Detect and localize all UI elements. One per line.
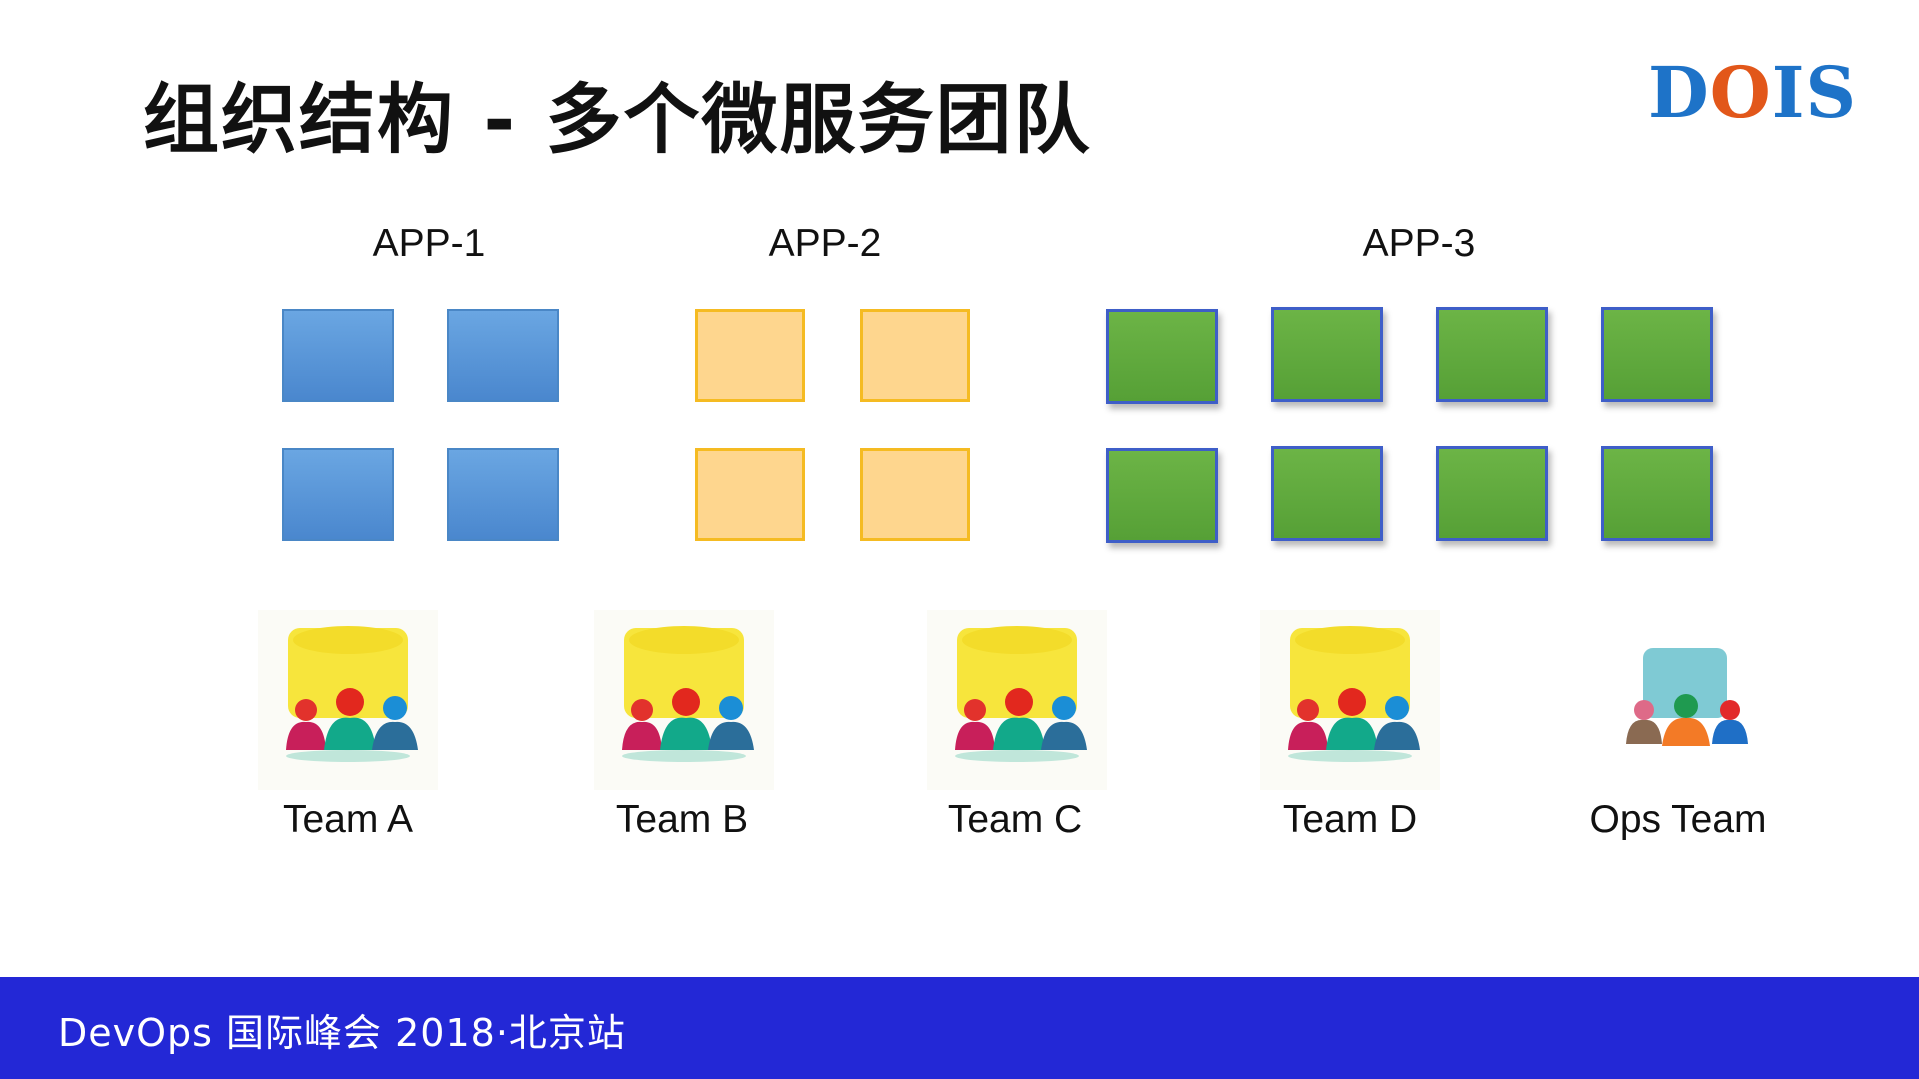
dois-logo: DOIS [1648,58,1857,128]
app-1-label: APP-1 [372,222,486,265]
footer-text: DevOps 国际峰会 2018·北京站 [58,1011,626,1055]
app-3-service-box [1601,307,1713,402]
app-1-service-box [282,448,394,541]
app-1-service-box [447,309,559,402]
ops-team [1596,610,1776,790]
logo-letter: I [1771,51,1806,134]
app-2-service-box [695,309,805,402]
team-a-label: Team A [282,798,414,841]
app-3-service-box [1106,309,1218,404]
app-3-service-box [1106,448,1218,543]
team-b-label: Team B [615,798,749,841]
app-3-service-box [1271,446,1383,541]
app-3-service-box [1436,446,1548,541]
app-3-service-box [1601,446,1713,541]
team-a [258,610,438,790]
app-1-service-box [282,309,394,402]
team-b [594,610,774,790]
ops-team-icon [1626,648,1748,746]
team-group-icon [927,610,1107,790]
logo-letter: D [1648,51,1710,134]
app-1-service-box [447,448,559,541]
footer-bar: DevOps 国际峰会 2018·北京站 [0,977,1919,1079]
team-c [927,610,1107,790]
app-3-label: APP-3 [1362,222,1476,265]
app-3-service-box [1436,307,1548,402]
team-group-icon [1260,610,1440,790]
team-d-label: Team D [1282,798,1418,841]
app-2-service-box [695,448,805,541]
team-group-icon [258,610,438,790]
app-2-service-box [860,309,970,402]
team-d [1260,610,1440,790]
ops-team-label: Ops Team [1589,798,1767,841]
app-2-label: APP-2 [768,222,882,265]
app-3-service-box [1271,307,1383,402]
team-c-label: Team C [947,798,1083,841]
slide-title: 组织结构 - 多个微服务团队 [143,75,1092,164]
app-2-service-box [860,448,970,541]
logo-letter: S [1805,51,1857,134]
logo-letter: O [1709,51,1772,134]
team-group-icon [594,610,774,790]
